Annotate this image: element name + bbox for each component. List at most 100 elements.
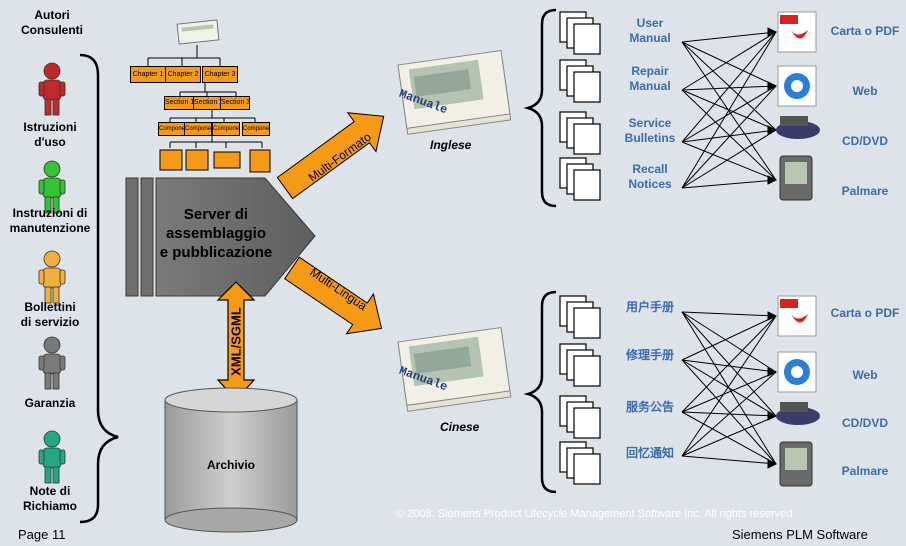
connection-line xyxy=(681,85,777,91)
connection-line xyxy=(681,415,777,457)
person-red-icon xyxy=(38,62,66,116)
arrowhead xyxy=(767,367,778,377)
arrowhead xyxy=(767,81,778,91)
doc-label-cn: 修理手册 xyxy=(625,348,674,362)
connection-line xyxy=(681,371,777,413)
connection-line xyxy=(681,31,777,43)
connection-line xyxy=(681,315,777,457)
connection-line xyxy=(681,359,777,417)
tree-node: Component 2 xyxy=(184,122,212,136)
handheld-icon xyxy=(779,441,813,487)
server-label: Server di assemblaggio e pubblicazione xyxy=(159,206,273,261)
connection-line xyxy=(681,315,777,413)
archive-cylinder xyxy=(164,387,298,533)
connection-line xyxy=(681,85,777,143)
output-label: Carta o PDF xyxy=(830,24,900,38)
role-label: Garanzia xyxy=(24,396,76,410)
doc-stacks-bottom xyxy=(559,295,601,485)
left-brace xyxy=(79,53,119,524)
doc-label-cn: 用户手册 xyxy=(625,300,674,314)
connection-line xyxy=(681,129,777,189)
connection-line xyxy=(681,31,777,143)
arrowhead xyxy=(767,311,778,321)
company-name: Siemens PLM Software xyxy=(732,527,868,542)
xml-sgml-label: XML/SGML xyxy=(228,307,244,376)
tree-node: Section 3 xyxy=(220,96,250,110)
output-label: Palmare xyxy=(841,464,889,478)
archive-label: Archivio xyxy=(206,458,255,472)
pdf-icon xyxy=(777,11,817,53)
connection-line xyxy=(681,31,777,189)
tree-node: Component 3 xyxy=(212,122,240,136)
brace-top xyxy=(523,8,557,208)
person-grey-icon xyxy=(38,336,66,390)
connections-top xyxy=(681,27,778,189)
manual-book-chinese xyxy=(397,326,512,412)
handheld-icon xyxy=(779,155,813,201)
manual-caption-cn: Cinese xyxy=(440,420,480,434)
connection-line xyxy=(681,41,777,181)
connection-line xyxy=(681,41,777,87)
arrowhead xyxy=(767,27,778,37)
server-shape xyxy=(155,177,316,297)
connection-line xyxy=(681,455,777,465)
connection-line xyxy=(681,371,777,457)
multi-lingua-arrow xyxy=(284,256,383,335)
doc-label-en: Recall Notices xyxy=(628,162,672,191)
arrowhead xyxy=(767,175,778,185)
cd-dvd-icon xyxy=(776,116,820,139)
doc-stacks-top xyxy=(559,11,601,201)
web-icon xyxy=(777,65,817,107)
person-orange-icon xyxy=(38,250,66,304)
authors-header: Autori Consulenti xyxy=(21,8,83,37)
arrowhead xyxy=(767,125,778,135)
connection-line xyxy=(681,85,777,189)
output-icons-bottom xyxy=(776,295,820,487)
connection-line xyxy=(681,359,777,465)
connection-line xyxy=(681,315,777,361)
doc-label-cn: 回忆通知 xyxy=(625,446,674,460)
tree-node: Chapter 1 xyxy=(130,66,166,83)
brace-bottom xyxy=(523,290,557,494)
person-green-icon xyxy=(38,160,66,214)
page-number: Page 11 xyxy=(18,527,66,542)
connection-line xyxy=(681,411,777,465)
connection-line xyxy=(681,129,777,143)
output-label: Web xyxy=(852,84,878,98)
output-icons-top xyxy=(776,11,820,201)
copyright: © 2008. Siemens Product Lifecycle Manage… xyxy=(396,508,793,520)
arrowhead xyxy=(767,459,778,469)
component-icons xyxy=(159,149,271,173)
output-label: Web xyxy=(852,368,878,382)
connection-line xyxy=(681,141,777,181)
tree-node: Chapter 3 xyxy=(202,66,238,83)
doc-label-en: Repair Manual xyxy=(629,64,671,93)
connection-line xyxy=(681,311,777,373)
connection-line xyxy=(681,359,777,373)
connection-line xyxy=(681,89,777,181)
doc-label-en: User Manual xyxy=(629,16,671,45)
role-label: Istruzioni d'uso xyxy=(23,120,77,149)
arrowhead xyxy=(767,411,778,421)
output-label: CD/DVD xyxy=(841,416,888,430)
role-label: Note di Richiamo xyxy=(22,484,77,513)
connection-line xyxy=(681,311,777,317)
source-document-icon xyxy=(176,19,220,45)
tree-node: Component 1 xyxy=(158,122,186,136)
role-label: Bollettini di servizio xyxy=(20,300,80,329)
web-icon xyxy=(777,351,817,393)
doc-label-en: Service Bulletins xyxy=(624,116,676,145)
tree-node: Section 2 xyxy=(193,96,223,110)
connection-line xyxy=(681,31,777,91)
manual-caption-en: Inglese xyxy=(430,138,472,152)
person-teal-icon xyxy=(38,430,66,484)
cd-dvd-icon xyxy=(776,402,820,425)
role-label: Instruzioni di manutenzione xyxy=(9,206,91,235)
xml-arrow xyxy=(216,281,256,401)
output-label: Carta o PDF xyxy=(830,306,900,320)
manual-book-english xyxy=(397,49,512,135)
connection-line xyxy=(681,41,777,131)
connections-bottom xyxy=(681,311,778,469)
tree-node: Chapter 2 xyxy=(165,66,201,83)
